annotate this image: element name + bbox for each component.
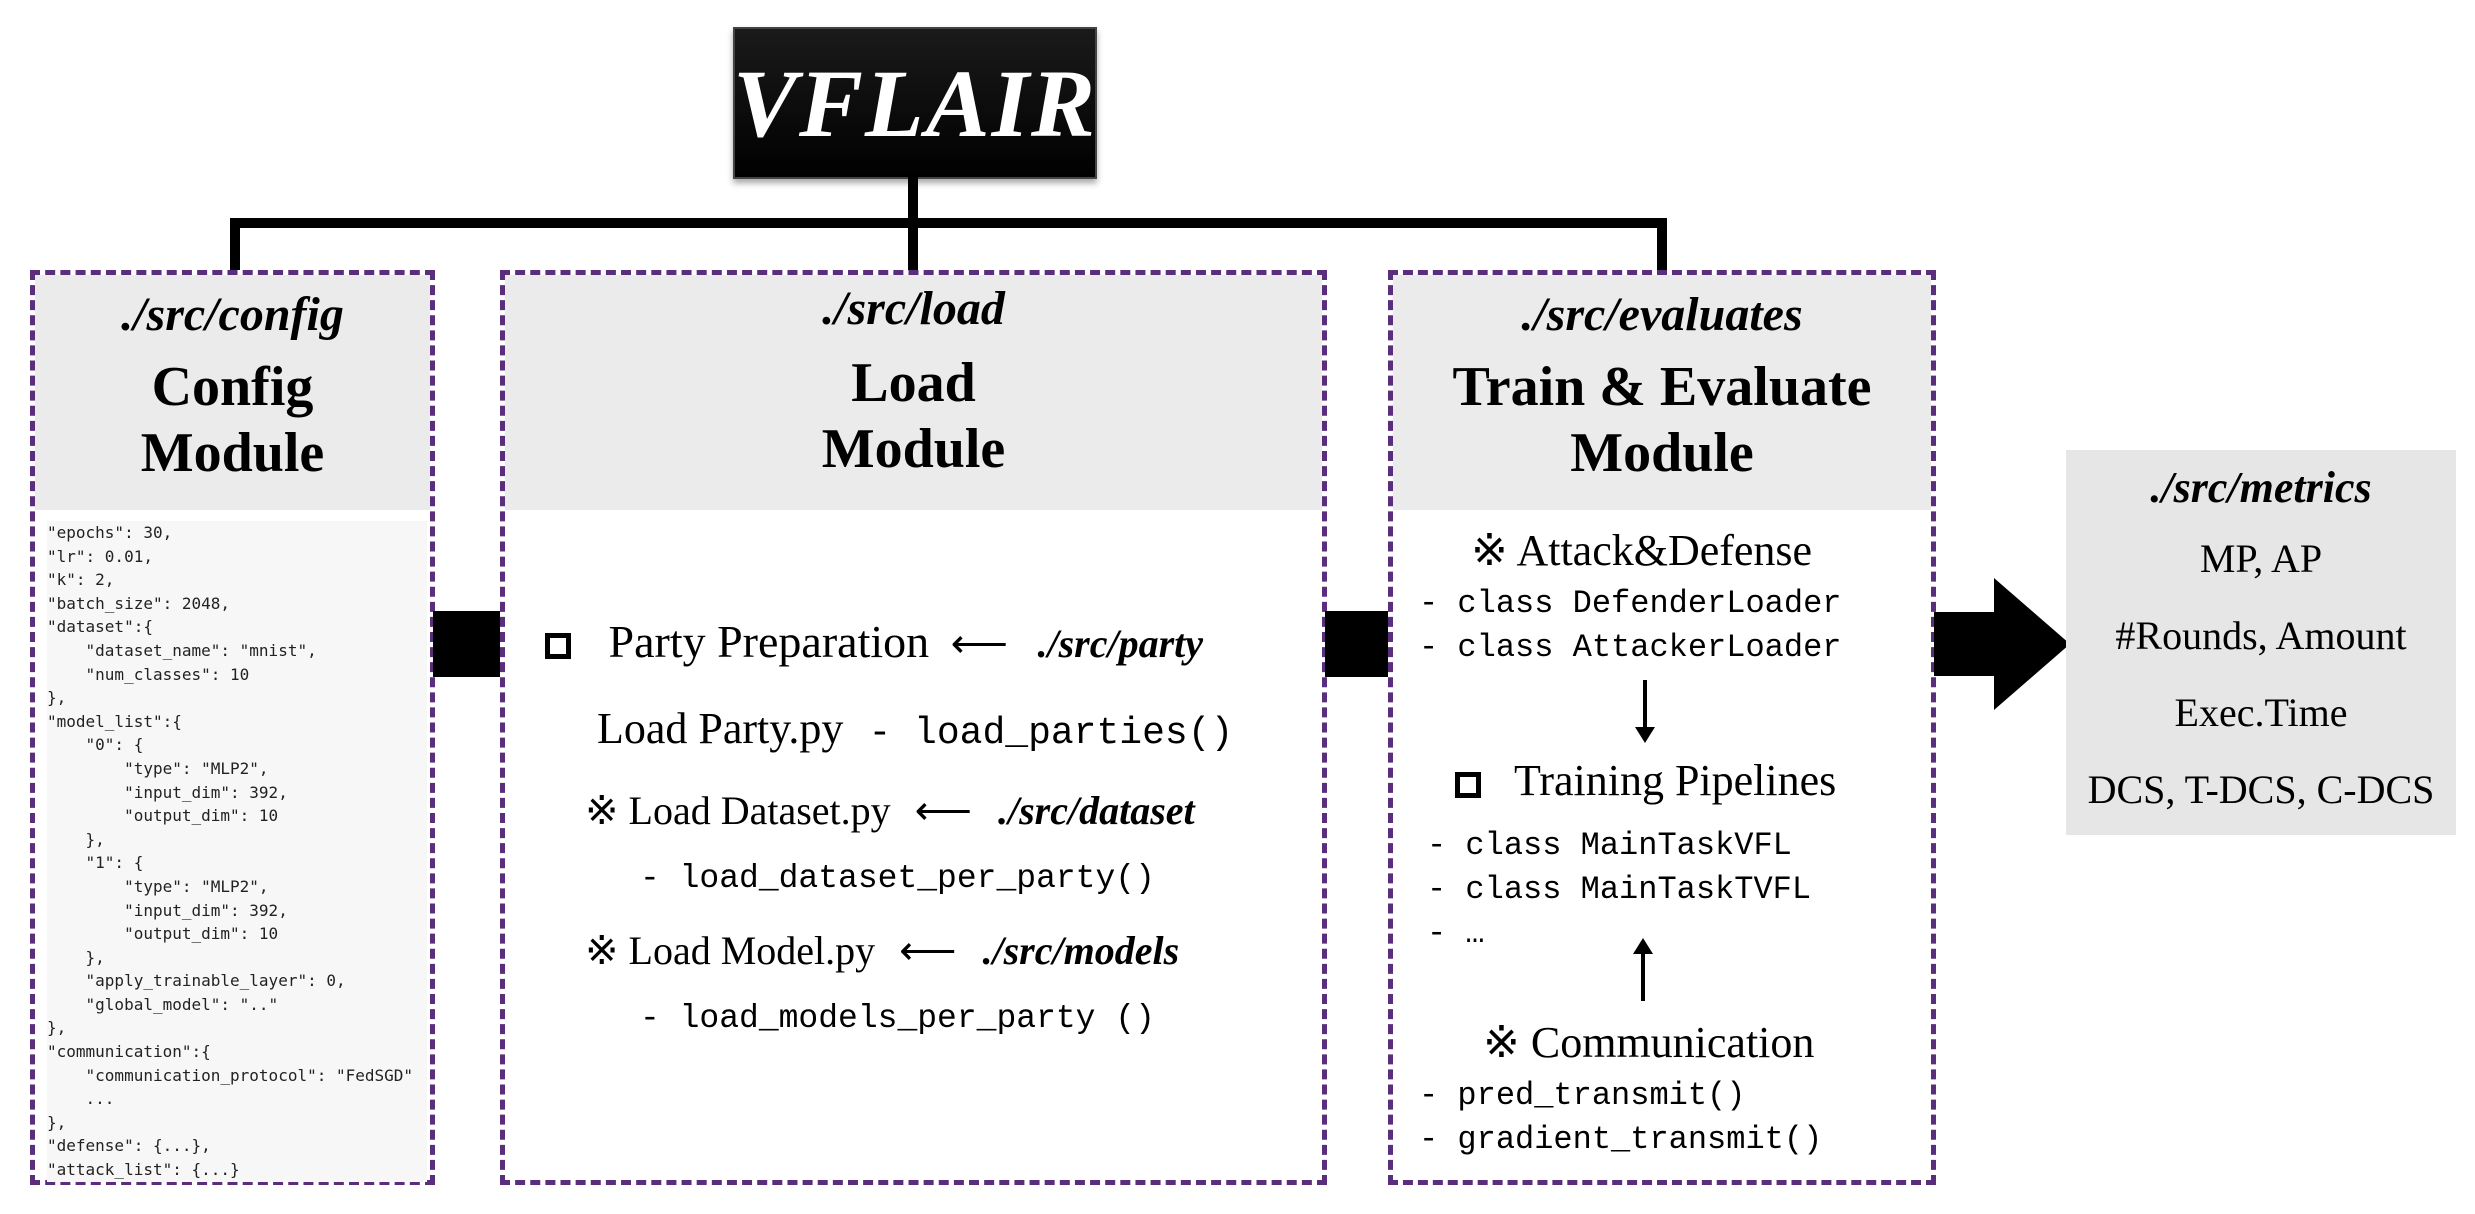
metric-item: MP, AP	[2199, 536, 2323, 581]
load-module: ./src/load Load Module Party Preparation…	[500, 270, 1327, 1185]
metrics-box: ./src/metrics MP, AP #Rounds, Amount Exe…	[2066, 450, 2456, 835]
task-class-1: - class MainTaskVFL	[1427, 827, 1792, 864]
evaluate-module: ./src/evaluates Train & Evaluate Module …	[1388, 270, 1936, 1185]
tree-right-drop-line	[1657, 218, 1667, 273]
tree-bar-line	[230, 218, 1667, 228]
down-arrow-head-icon	[1635, 727, 1655, 743]
vflair-title: VFLAIR	[732, 49, 1098, 157]
load-party-file: Load Party.py	[597, 704, 844, 753]
load-party-row: Load Party.py - load_parties()	[597, 703, 1233, 755]
left-arrow-icon: ⟵	[950, 621, 1008, 666]
dataset-row: ※ Load Dataset.py ⟵ ./src/dataset	[585, 787, 1195, 834]
training-label: Training Pipelines	[1514, 756, 1837, 805]
load-evaluate-connector	[1325, 611, 1392, 677]
evaluate-path: ./src/evaluates	[1521, 288, 1803, 341]
config-module-header: ./src/config Config Module	[35, 275, 430, 510]
evaluate-name-line2: Module	[1570, 422, 1754, 484]
up-arrow-head-icon	[1633, 938, 1653, 954]
load-party-func: - load_parties()	[868, 712, 1234, 755]
attack-defense-label: ※ Attack&Defense	[1471, 526, 1813, 575]
dataset-func: - load_dataset_per_party()	[640, 860, 1155, 897]
evaluate-module-header: ./src/evaluates Train & Evaluate Module	[1393, 275, 1931, 510]
load-module-header: ./src/load Load Module	[505, 275, 1322, 510]
defender-class: - class DefenderLoader	[1419, 585, 1842, 622]
model-row: ※ Load Model.py ⟵ ./src/models	[585, 927, 1179, 974]
vflair-title-box: VFLAIR	[733, 27, 1097, 179]
model-path: ./src/models	[982, 928, 1180, 973]
config-load-connector	[433, 611, 503, 677]
metric-item: DCS, T-DCS, C-DCS	[2087, 767, 2435, 812]
metric-item: #Rounds, Amount	[2115, 613, 2407, 658]
comm-func-2: - gradient_transmit()	[1419, 1121, 1823, 1158]
load-path: ./src/load	[822, 282, 1005, 335]
dataset-path: ./src/dataset	[998, 788, 1195, 833]
task-class-2: - class MainTaskTVFL	[1427, 871, 1812, 908]
load-name-line1: Load	[851, 352, 976, 414]
dataset-file: ※ Load Dataset.py	[585, 788, 891, 833]
checkbox-square-icon	[545, 633, 571, 660]
config-name-line2: Module	[140, 422, 325, 484]
metric-item: Exec.Time	[2174, 690, 2348, 735]
party-prep-label: Party Preparation	[608, 616, 930, 667]
down-arrow-icon	[1643, 680, 1647, 730]
tree-left-drop-line	[230, 218, 240, 273]
left-arrow-icon: ⟵	[899, 928, 957, 973]
evaluate-name-line1: Train & Evaluate	[1452, 356, 1872, 418]
training-row: Training Pipelines	[1455, 755, 1836, 806]
attacker-class: - class AttackerLoader	[1419, 629, 1842, 666]
up-arrow-icon	[1641, 953, 1645, 1001]
config-module: ./src/config Config Module "epochs": 30,…	[30, 270, 435, 1185]
config-code-block: "epochs": 30, "lr": 0.01, "k": 2, "batch…	[47, 521, 427, 1182]
model-file: ※ Load Model.py	[585, 928, 876, 973]
task-class-3: - …	[1427, 915, 1485, 952]
model-func: - load_models_per_party ()	[640, 1000, 1155, 1037]
metrics-path: ./src/metrics	[2150, 463, 2372, 512]
config-path: ./src/config	[121, 288, 344, 341]
load-name-line2: Module	[821, 418, 1006, 480]
right-arrow-icon	[1934, 578, 2070, 710]
communication-label: ※ Communication	[1483, 1018, 1815, 1067]
left-arrow-icon: ⟵	[914, 788, 972, 833]
party-prep-row: Party Preparation ⟵ ./src/party	[545, 615, 1203, 668]
checkbox-square-icon	[1455, 771, 1481, 798]
party-path: ./src/party	[1037, 621, 1204, 666]
comm-func-1: - pred_transmit()	[1419, 1077, 1746, 1114]
config-name-line1: Config	[151, 356, 314, 418]
